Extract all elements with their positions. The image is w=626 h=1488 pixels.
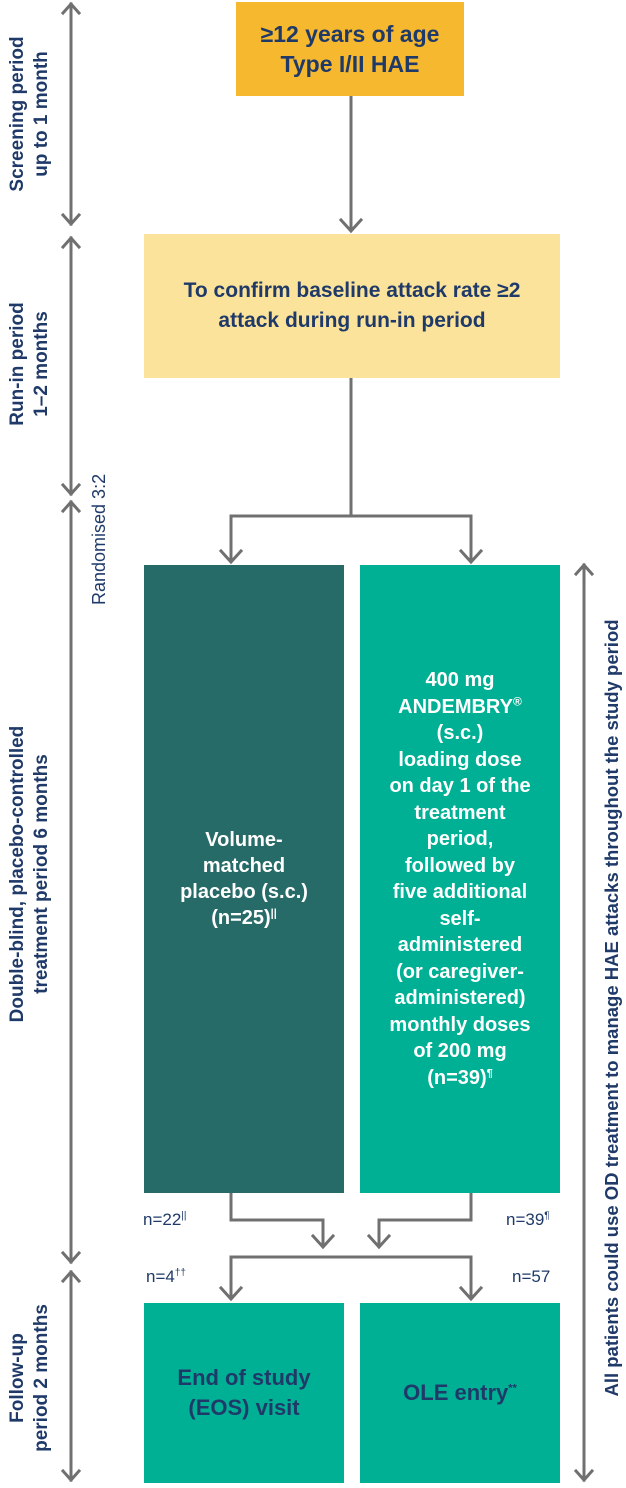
andembry-n: (n=39)¶ [427, 1066, 493, 1089]
screening-period-label: Screening period up to 1 month [7, 36, 52, 192]
runin-period-double-arrow-icon [60, 235, 82, 497]
ole-count: n=57 [512, 1267, 551, 1286]
followup-period-label: Follow-up period 2 months [7, 1304, 52, 1452]
placebo-line: matched [202, 855, 286, 877]
od-treatment-double-arrow-icon [573, 562, 595, 1483]
screening-criteria-age: ≥12 years of age [260, 21, 440, 47]
andembry-line: (or caregiver- [396, 960, 524, 983]
andembry-arm-box: 400 mg ANDEMBRY® (s.c.) loading dose on … [360, 565, 560, 1193]
andembry-line: administered [397, 934, 523, 956]
screening-criteria-box: ≥12 years of age Type I/II HAE [236, 2, 464, 96]
runin-text-line1: To confirm baseline attack rate ≥2 [183, 279, 521, 302]
followup-split-arrow-icon [218, 1255, 484, 1302]
od-treatment-label: All patients could use OD treatment to m… [601, 619, 622, 1397]
runin-text-line2: attack during run-in period [218, 309, 486, 332]
screening-period-double-arrow-icon [60, 1, 82, 227]
runin-box: To confirm baseline attack rate ≥2 attac… [144, 234, 560, 378]
arrow-down-icon [338, 94, 364, 234]
andembry-line: (s.c.) [436, 722, 484, 744]
placebo-completed-count: n=22|| [143, 1210, 187, 1229]
randomised-ratio-label: Randomised 3:2 [89, 473, 109, 605]
ole-entry-box: OLE entry** [360, 1303, 560, 1483]
andembry-completed-count: n=39¶ [506, 1210, 550, 1229]
andembry-line: loading dose [398, 748, 522, 771]
completion-merge-arrow-icon [229, 1191, 473, 1250]
eos-line2: (EOS) visit [188, 1395, 300, 1420]
runin-period-label: Run-in period 1–2 months [7, 302, 52, 426]
andembry-line: self- [439, 907, 481, 930]
andembry-line: of 200 mg [413, 1040, 507, 1062]
treatment-period-double-arrow-icon [60, 499, 82, 1265]
placebo-n: (n=25)|| [211, 907, 277, 929]
randomisation-split-arrow-icon [218, 376, 484, 565]
treatment-period-label: Double-blind, placebo-controlled treatme… [7, 725, 52, 1023]
followup-period-double-arrow-icon [60, 1269, 82, 1483]
eos-count: n=4†† [146, 1267, 186, 1286]
screening-criteria-hae-type: Type I/II HAE [280, 51, 420, 77]
ole-entry-label: OLE entry** [403, 1380, 517, 1405]
andembry-dose: 400 mg [425, 669, 495, 691]
andembry-line: treatment [414, 801, 506, 824]
andembry-line: administered) [394, 987, 526, 1009]
placebo-line: Volume- [205, 829, 283, 851]
placebo-line: placebo (s.c.) [180, 881, 308, 903]
andembry-line: monthly doses [389, 1013, 531, 1036]
andembry-line: period, [426, 828, 494, 850]
eos-line1: End of study [177, 1365, 311, 1390]
placebo-arm-box: Volume- matched placebo (s.c.) (n=25)|| [144, 565, 344, 1193]
andembry-line: followed by [405, 854, 515, 877]
andembry-line: five additional [392, 881, 528, 903]
andembry-name: ANDEMBRY® [398, 693, 522, 718]
end-of-study-box: End of study (EOS) visit [144, 1303, 344, 1483]
andembry-line: on day 1 of the [389, 775, 531, 797]
